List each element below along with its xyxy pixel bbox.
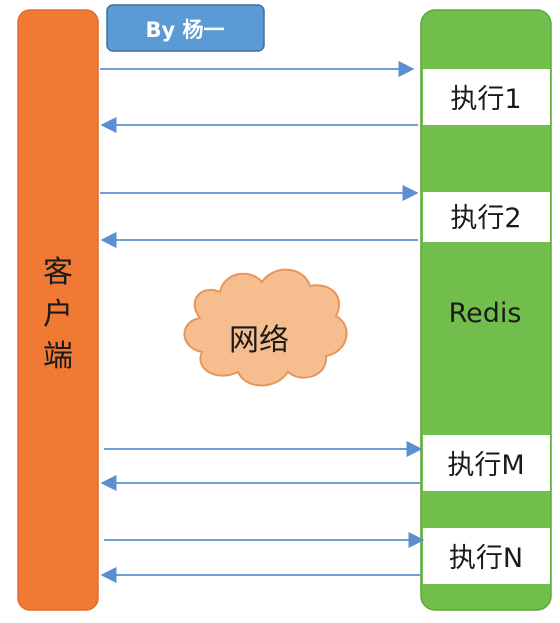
step-box-4 — [423, 528, 550, 584]
network-label: 网络 — [229, 323, 289, 358]
step-label-1: 执行1 — [450, 84, 521, 115]
step-box-2 — [423, 192, 550, 242]
client-label-char-2: 户 — [43, 297, 73, 332]
step-label-2: 执行2 — [450, 203, 521, 234]
client-column — [17, 9, 99, 611]
client-label-char-1: 客 — [43, 255, 73, 290]
step-box-3 — [423, 435, 550, 491]
redis-label: Redis — [449, 298, 522, 329]
author-badge-label: By 杨一 — [145, 18, 224, 42]
step-box-1 — [423, 69, 550, 125]
step-label-3: 执行M — [447, 450, 524, 481]
author-badge — [106, 4, 265, 52]
step-label-4: 执行N — [449, 543, 523, 574]
client-label-char-3: 端 — [43, 339, 73, 374]
network-cloud — [183, 268, 348, 387]
